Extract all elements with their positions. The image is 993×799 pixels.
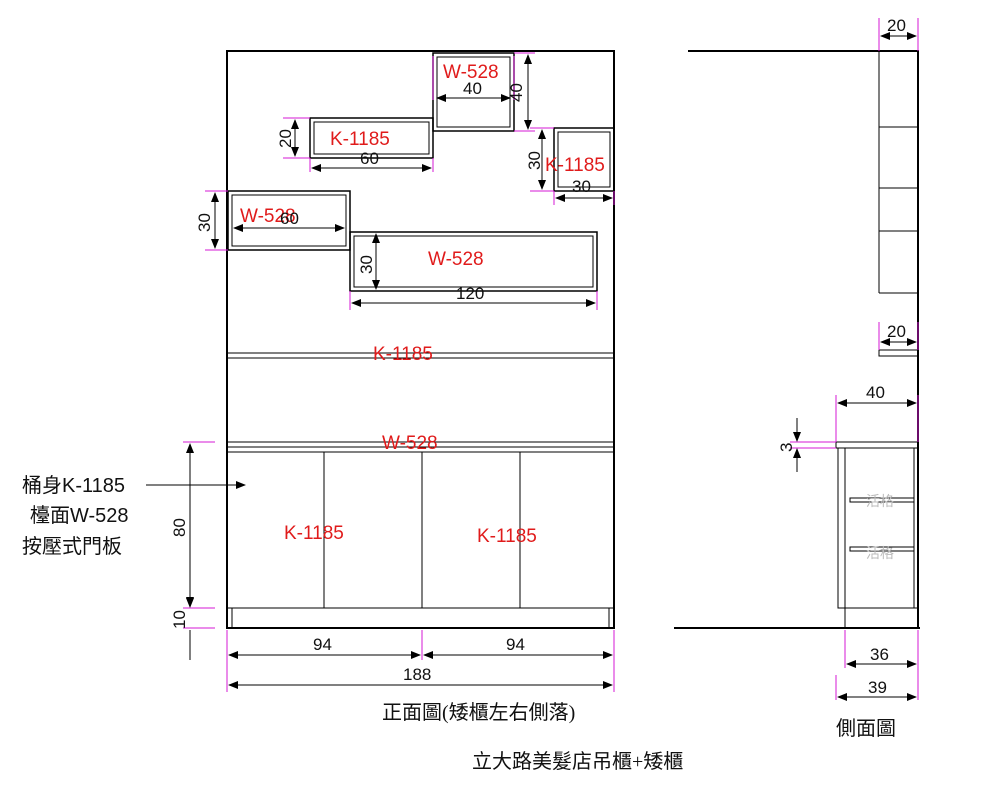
label-left-upper-shelf: K-1185 (330, 129, 390, 150)
side-dim-upper-depth: 20 (887, 16, 906, 35)
front-view: W-528 K-1185 K-1185 W-528 W-528 K-1185 W… (170, 50, 615, 724)
label-top-board: K-1185 (373, 344, 433, 365)
side-dimension-lines (793, 32, 917, 701)
dim-left-upper-width: 60 (360, 149, 379, 168)
dim-left-mid-height: 30 (195, 213, 214, 232)
label-top-right-box: W-528 (443, 62, 499, 83)
box-left-mid (227, 190, 351, 251)
dim-right-half-width: 94 (506, 635, 525, 654)
side-shelf-1-label: 活格 (866, 494, 894, 510)
dim-left-half-width: 94 (313, 635, 332, 654)
label-door-right: K-1185 (477, 526, 537, 547)
dim-total-width: 188 (403, 665, 431, 684)
side-view: 活格 活格 20 20 40 3 (674, 16, 920, 740)
side-shelf-2-label: 活格 (866, 546, 894, 562)
side-dim-board-depth: 20 (887, 322, 906, 341)
side-dim-counter-thickness: 3 (777, 443, 796, 452)
dim-long-shelf-height: 30 (357, 255, 376, 274)
label-small-right-box: K-1185 (545, 155, 605, 176)
side-dim-body-depth: 36 (870, 645, 889, 664)
box-long (349, 231, 598, 292)
dim-top-box-width: 40 (463, 79, 482, 98)
dim-left-mid-width: 60 (280, 209, 299, 228)
dim-small-box-width: 30 (572, 177, 591, 196)
front-view-caption: 正面圖(矮櫃左右側落) (382, 701, 575, 724)
label-counter-top: W-528 (382, 433, 438, 454)
box-left-upper (309, 117, 434, 159)
note-line-1: 桶身K-1185 (22, 474, 125, 497)
dim-plinth-height: 10 (170, 610, 189, 629)
label-door-left: K-1185 (284, 523, 344, 544)
box-small-right (553, 127, 615, 192)
side-view-caption: 側面圖 (836, 717, 896, 740)
label-long-shelf: W-528 (428, 249, 484, 270)
side-dim-total-depth: 39 (868, 678, 887, 697)
side-dim-counter-depth: 40 (866, 383, 885, 402)
front-extension-lines (183, 52, 615, 692)
dim-lower-height: 80 (170, 518, 189, 537)
note-line-3: 按壓式門板 (22, 535, 122, 558)
label-left-mid-shelf: W-528 (240, 206, 296, 227)
dim-small-box-height: 30 (525, 151, 544, 170)
dim-long-shelf-width: 120 (456, 284, 484, 303)
material-note: 桶身K-1185 檯面W-528 按壓式門板 (22, 474, 246, 558)
front-dimension-lines (186, 54, 613, 689)
drawing-title: 立大路美髮店吊櫃+矮櫃 (472, 750, 683, 773)
front-outline (226, 50, 615, 629)
side-extension-lines (790, 18, 919, 700)
note-line-2: 檯面W-528 (30, 504, 129, 527)
dim-top-box-height: 40 (507, 83, 526, 102)
dim-left-upper-height: 20 (276, 129, 295, 148)
